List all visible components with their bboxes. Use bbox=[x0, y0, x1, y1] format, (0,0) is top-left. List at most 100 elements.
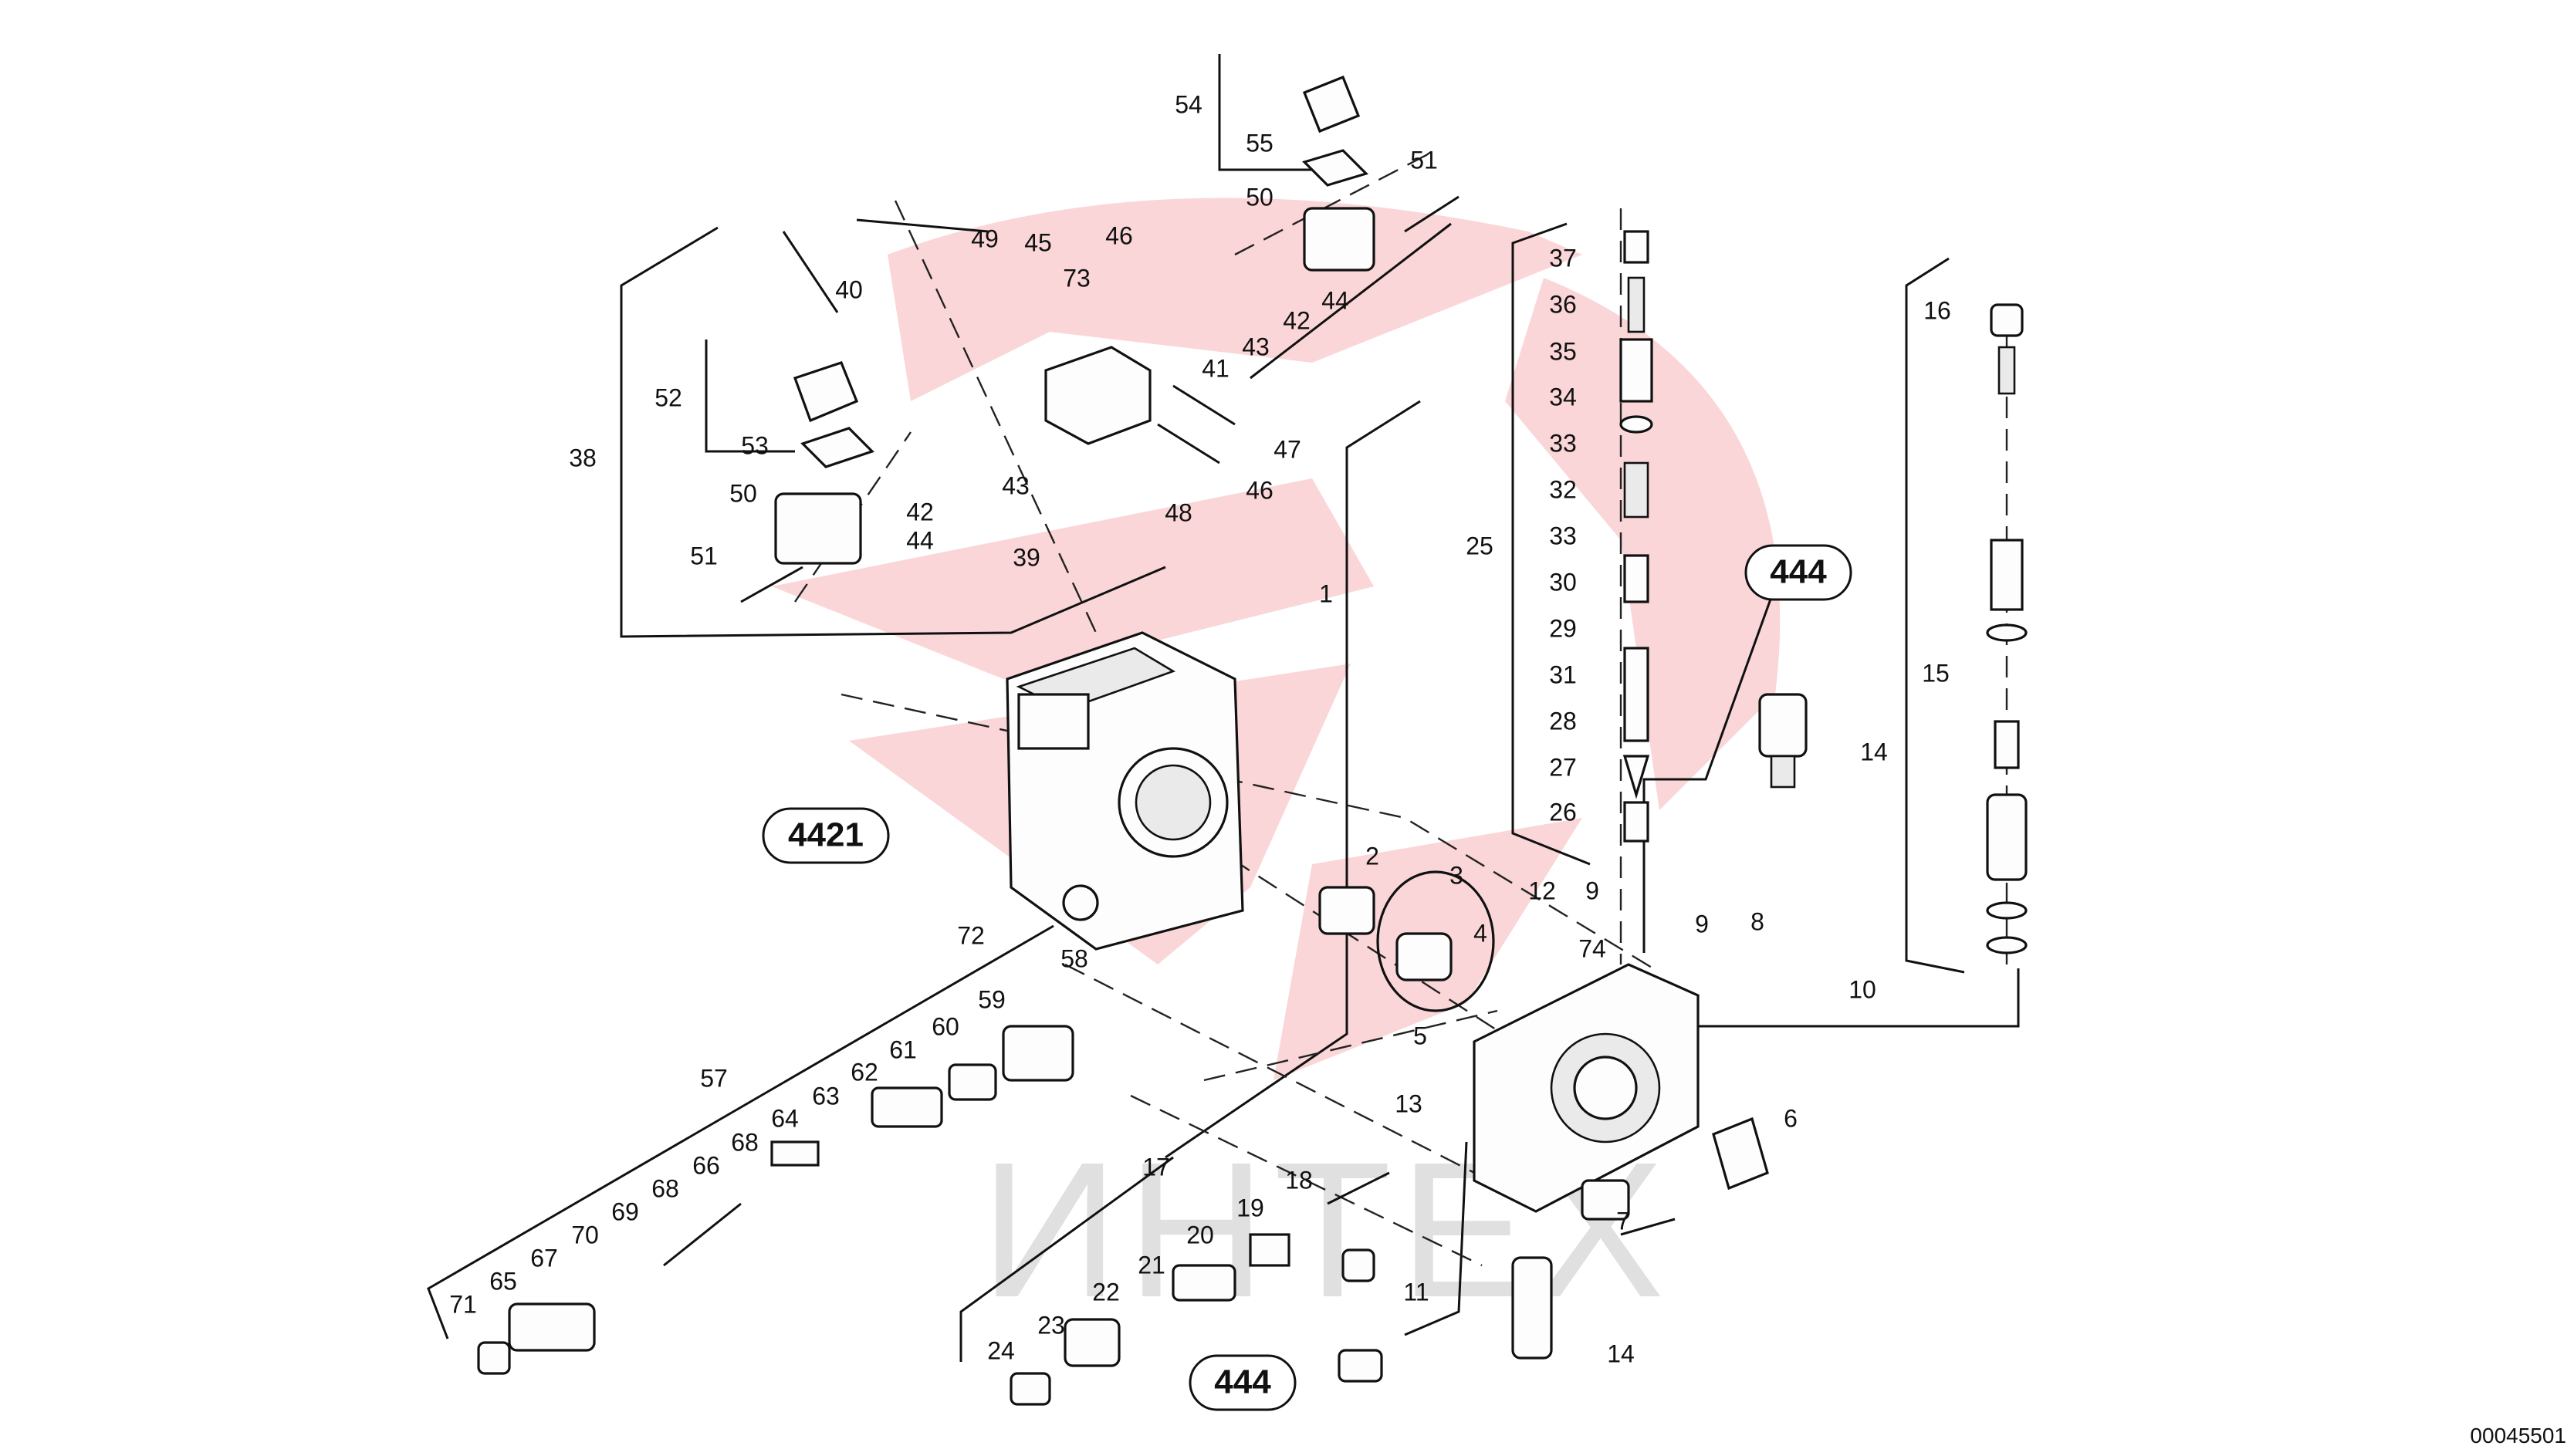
callout-c70: 70 bbox=[571, 1221, 599, 1248]
callout-c53: 53 bbox=[741, 431, 769, 459]
callout-c21: 21 bbox=[1138, 1251, 1165, 1279]
callout-c10: 10 bbox=[1848, 975, 1876, 1003]
callout-c4: 4 bbox=[1473, 919, 1487, 947]
spool-components bbox=[477, 870, 1676, 1406]
callout-c43b: 43 bbox=[1002, 471, 1030, 499]
callout-c12: 12 bbox=[1528, 877, 1556, 904]
callout-c67: 67 bbox=[530, 1244, 558, 1272]
callout-c26: 26 bbox=[1549, 798, 1577, 826]
pill-frame bbox=[1189, 1354, 1297, 1411]
callout-c14a: 14 bbox=[1860, 738, 1888, 765]
valve-housing-upper bbox=[1006, 631, 1244, 951]
callout-c33a: 33 bbox=[1549, 429, 1577, 457]
callout-c37: 37 bbox=[1549, 244, 1577, 272]
callout-c46b: 46 bbox=[1246, 476, 1273, 504]
callout-c29: 29 bbox=[1549, 614, 1577, 642]
callout-c38: 38 bbox=[569, 444, 597, 471]
solenoid-upper bbox=[1301, 75, 1460, 272]
callout-c55: 55 bbox=[1246, 129, 1273, 157]
solenoid-left bbox=[740, 361, 874, 603]
callout-c30: 30 bbox=[1549, 568, 1577, 596]
callout-c39: 39 bbox=[1013, 543, 1040, 571]
callout-c9b: 9 bbox=[1695, 910, 1709, 937]
callout-c8: 8 bbox=[1750, 907, 1764, 935]
callout-c2: 2 bbox=[1365, 842, 1379, 870]
callout-c47: 47 bbox=[1273, 435, 1301, 463]
callout-c20: 20 bbox=[1186, 1221, 1214, 1248]
pill-p444b: 444 bbox=[1189, 1354, 1297, 1411]
callout-c54: 54 bbox=[1175, 90, 1202, 118]
callout-c28: 28 bbox=[1549, 707, 1577, 735]
callout-c22: 22 bbox=[1092, 1278, 1120, 1306]
callout-c16: 16 bbox=[1923, 296, 1951, 324]
callout-c33b: 33 bbox=[1549, 522, 1577, 549]
callout-c50a: 50 bbox=[1246, 183, 1273, 211]
callout-c24: 24 bbox=[987, 1336, 1015, 1364]
callout-c72: 72 bbox=[957, 921, 985, 949]
callout-c35: 35 bbox=[1549, 337, 1577, 365]
callout-c74: 74 bbox=[1578, 934, 1606, 962]
pill-frame bbox=[1744, 544, 1852, 601]
callout-c51a: 51 bbox=[1410, 146, 1438, 174]
callout-c66: 66 bbox=[692, 1151, 720, 1179]
callout-c42b: 42 bbox=[906, 498, 934, 525]
callout-c3: 3 bbox=[1449, 861, 1463, 889]
callout-c52: 52 bbox=[654, 383, 682, 411]
callout-c44b: 44 bbox=[906, 526, 934, 554]
callout-c50b: 50 bbox=[729, 479, 757, 507]
callout-c65: 65 bbox=[489, 1267, 517, 1295]
callout-c51b: 51 bbox=[690, 542, 718, 569]
callout-c59: 59 bbox=[978, 985, 1006, 1013]
callout-c7: 7 bbox=[1616, 1207, 1630, 1235]
pill-p4421: 4421 bbox=[762, 807, 890, 864]
document-id: 00045501 bbox=[2470, 1424, 2566, 1448]
valve-block-lower bbox=[1473, 963, 1769, 1213]
callout-c43a: 43 bbox=[1242, 333, 1270, 360]
callout-c71: 71 bbox=[449, 1290, 477, 1318]
callout-c14b: 14 bbox=[1607, 1339, 1635, 1367]
callout-c62: 62 bbox=[851, 1058, 878, 1086]
callout-c45: 45 bbox=[1024, 228, 1052, 256]
callout-c46a: 46 bbox=[1105, 221, 1133, 249]
callout-c42a: 42 bbox=[1283, 306, 1311, 334]
callout-c19: 19 bbox=[1236, 1194, 1264, 1221]
pressure-sensor-upper bbox=[1758, 693, 1808, 789]
callout-c17: 17 bbox=[1142, 1153, 1170, 1181]
callout-c23: 23 bbox=[1037, 1311, 1065, 1339]
callout-c11: 11 bbox=[1403, 1278, 1429, 1306]
pill-label: 4421 bbox=[788, 816, 864, 854]
callout-c13: 13 bbox=[1395, 1089, 1422, 1117]
callout-c34: 34 bbox=[1549, 383, 1577, 410]
callout-c40: 40 bbox=[835, 275, 863, 303]
pill-frame bbox=[762, 807, 890, 864]
valve-block-middle bbox=[1044, 346, 1236, 465]
callout-c69: 69 bbox=[611, 1198, 639, 1225]
callout-c44a: 44 bbox=[1321, 286, 1349, 314]
callout-c68a: 68 bbox=[731, 1128, 759, 1156]
callout-c58: 58 bbox=[1060, 944, 1088, 972]
callout-c60: 60 bbox=[932, 1012, 959, 1040]
callout-c1: 1 bbox=[1319, 579, 1333, 607]
callout-c31: 31 bbox=[1549, 660, 1577, 688]
pill-label: 444 bbox=[1214, 1363, 1271, 1401]
callout-c18: 18 bbox=[1285, 1166, 1313, 1194]
callout-c25: 25 bbox=[1466, 532, 1493, 559]
callout-c49: 49 bbox=[971, 225, 999, 252]
pill-label: 444 bbox=[1770, 553, 1827, 591]
callout-c73: 73 bbox=[1063, 264, 1091, 292]
callout-c41: 41 bbox=[1202, 354, 1229, 382]
callout-c32: 32 bbox=[1549, 475, 1577, 503]
callout-c36: 36 bbox=[1549, 290, 1577, 318]
callout-c15: 15 bbox=[1922, 659, 1950, 687]
callout-c63: 63 bbox=[812, 1082, 840, 1110]
cartridge-stack-25 bbox=[1619, 230, 1653, 843]
reference-pills: 444 4421 444 bbox=[762, 544, 1852, 1411]
cartridge-stack-14 bbox=[1986, 303, 2028, 954]
callout-c61: 61 bbox=[889, 1035, 917, 1063]
callout-c48: 48 bbox=[1165, 498, 1192, 526]
callout-c57: 57 bbox=[700, 1064, 728, 1092]
callout-c64: 64 bbox=[771, 1104, 799, 1132]
callout-c5: 5 bbox=[1413, 1022, 1427, 1049]
